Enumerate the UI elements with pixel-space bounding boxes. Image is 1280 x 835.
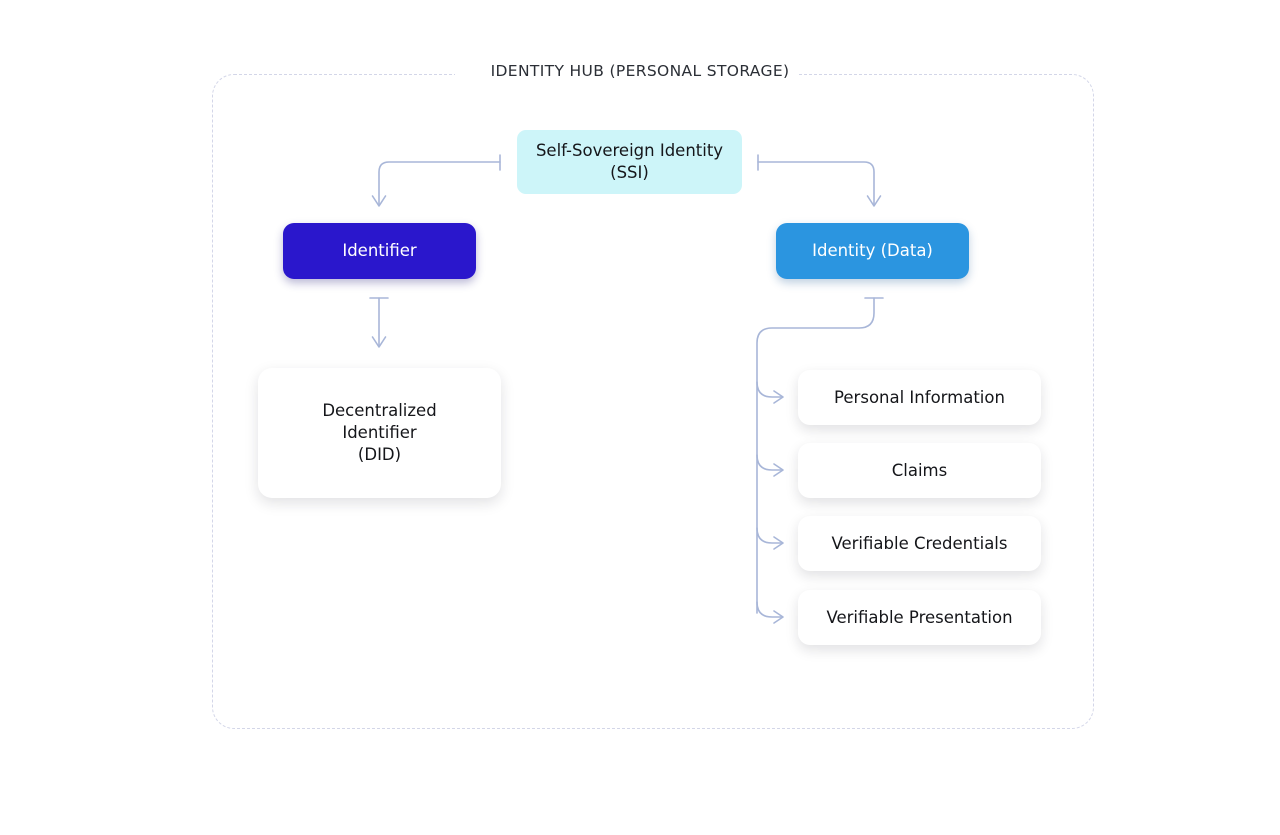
node-ssi-label-line1: Self-Sovereign Identity bbox=[535, 141, 724, 161]
card-verifiable-presentation[interactable]: Verifiable Presentation bbox=[798, 590, 1041, 645]
node-identity-data[interactable]: Identity (Data) bbox=[776, 223, 969, 279]
node-self-sovereign-identity[interactable]: Self-Sovereign Identity (SSI) bbox=[517, 130, 742, 194]
node-did-label-line1: Decentralized bbox=[322, 401, 437, 421]
card-claims[interactable]: Claims bbox=[798, 443, 1041, 498]
card-personal-information[interactable]: Personal Information bbox=[798, 370, 1041, 425]
node-decentralized-identifier[interactable]: Decentralized Identifier (DID) bbox=[258, 368, 501, 498]
hub-title-background-mask bbox=[455, 64, 799, 86]
node-identifier[interactable]: Identifier bbox=[283, 223, 476, 279]
hub-title: IDENTITY HUB (PERSONAL STORAGE) bbox=[490, 62, 790, 80]
node-did-label-line2: Identifier bbox=[342, 423, 417, 443]
card-verifiable-credentials[interactable]: Verifiable Credentials bbox=[798, 516, 1041, 571]
node-did-label-line3: (DID) bbox=[357, 444, 402, 464]
node-ssi-label-line2: (SSI) bbox=[610, 163, 649, 182]
